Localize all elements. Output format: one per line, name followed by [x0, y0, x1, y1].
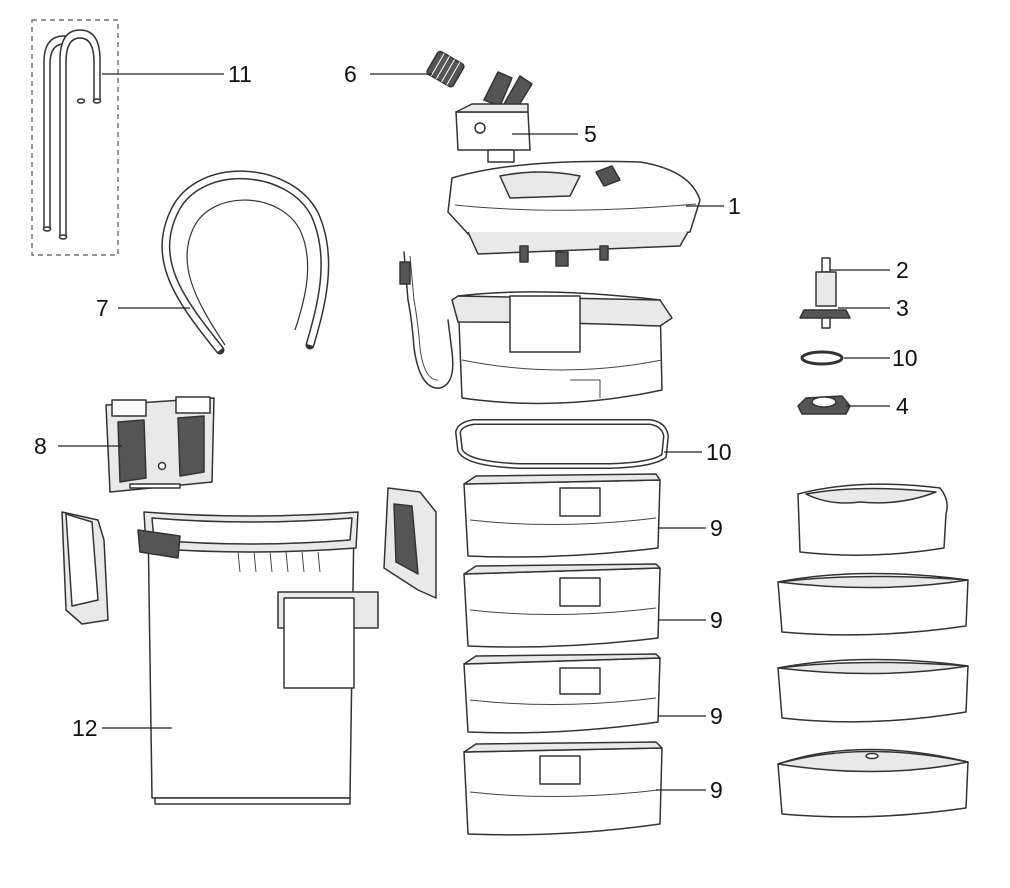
label-impeller-shaft: 2: [896, 257, 909, 283]
power-cord: [399, 251, 454, 389]
clip-bracket-part: [105, 396, 215, 493]
label-tray-1: 9: [710, 515, 723, 541]
label-lid: 1: [728, 193, 741, 219]
label-tray-3: 9: [710, 703, 723, 729]
label-canister: 12: [72, 715, 98, 741]
intake-pipes-part: [31, 19, 119, 256]
large-o-ring-part: [454, 419, 670, 469]
impeller-part: [799, 257, 851, 329]
leader-lines: [58, 73, 890, 791]
label-tray-4: 9: [710, 777, 723, 803]
filter-media-3: [777, 658, 969, 723]
filter-sponge-top: [797, 483, 948, 556]
hose-part: [161, 170, 330, 355]
tray-3-part: [463, 653, 661, 734]
label-intake-pipes: 11: [228, 61, 252, 87]
label-clip-bracket: 8: [34, 433, 47, 459]
impeller-cover-part: [797, 395, 851, 415]
tray-2-part: [463, 563, 661, 648]
label-hose: 7: [96, 295, 109, 321]
label-hose-connector: 6: [344, 61, 357, 87]
label-small-o-ring: 10: [892, 345, 918, 371]
part-labels: 11 6 5 1 2 3 10 4 7 8 10 9 9 9 9 12: [34, 61, 918, 803]
label-impeller: 3: [896, 295, 909, 321]
tray-1-part: [463, 473, 661, 558]
filter-media-2: [777, 572, 969, 636]
label-valve-block: 5: [584, 121, 597, 147]
hose-connector-part: [426, 50, 465, 88]
label-large-o-ring: 10: [706, 439, 732, 465]
label-impeller-cover: 4: [896, 393, 909, 419]
side-clip-right: [383, 487, 437, 599]
label-tray-2: 9: [710, 607, 723, 633]
side-clip-left: [61, 511, 109, 625]
filter-media-4: [777, 748, 969, 818]
small-o-ring-part: [800, 350, 844, 366]
lid-part: [447, 160, 701, 267]
motor-housing: [451, 291, 673, 405]
valve-block-part: [455, 71, 533, 163]
tray-4-part: [463, 741, 663, 836]
canister-part: [137, 511, 379, 805]
